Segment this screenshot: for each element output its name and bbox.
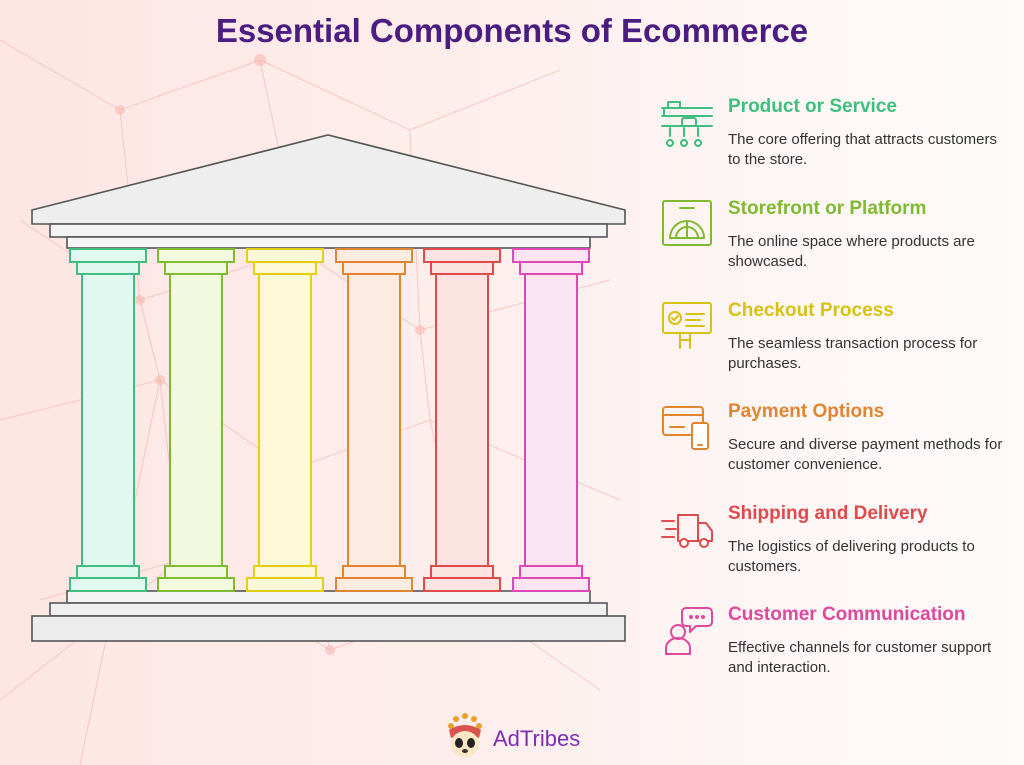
temple-architrave — [49, 223, 608, 238]
checkout-screen-icon — [660, 300, 714, 354]
pillar-1 — [69, 248, 147, 592]
pillar-5 — [423, 248, 501, 592]
temple-frieze — [66, 236, 591, 249]
component-description: The seamless transaction process for pur… — [728, 335, 978, 372]
temple-roof — [31, 134, 626, 225]
pillar-4 — [335, 248, 413, 592]
adtribes-logo-icon — [448, 713, 482, 757]
component-heading: Shipping and Delivery — [728, 503, 928, 524]
product-shelf-icon — [660, 96, 714, 150]
component-description: The online space where products are show… — [728, 233, 975, 270]
component-heading: Customer Communication — [728, 604, 966, 625]
storefront-icon — [660, 198, 714, 252]
pillar-3 — [246, 248, 324, 592]
component-description: Secure and diverse payment methods for c… — [728, 436, 1003, 473]
delivery-truck-icon — [660, 503, 714, 557]
temple-base-bottom — [31, 615, 626, 642]
brand-logo: AdTribes — [443, 712, 603, 762]
payment-card-icon — [660, 401, 714, 455]
component-heading: Product or Service — [728, 96, 897, 117]
component-description: The core offering that attracts customer… — [728, 131, 998, 168]
temple-base-middle — [49, 602, 608, 617]
customer-chat-icon — [660, 604, 714, 658]
component-heading: Payment Options — [728, 401, 885, 422]
brand-name: AdTribes — [493, 726, 581, 751]
component-description: The logistics of delivering products to … — [728, 538, 975, 575]
page-title: Essential Components of Ecommerce — [215, 12, 809, 49]
temple-base-top — [66, 590, 591, 604]
component-description: Effective channels for customer support … — [728, 639, 992, 676]
component-heading: Storefront or Platform — [728, 198, 927, 219]
pillar-2 — [157, 248, 235, 592]
pillar-6 — [512, 248, 590, 592]
component-heading: Checkout Process — [728, 300, 894, 321]
